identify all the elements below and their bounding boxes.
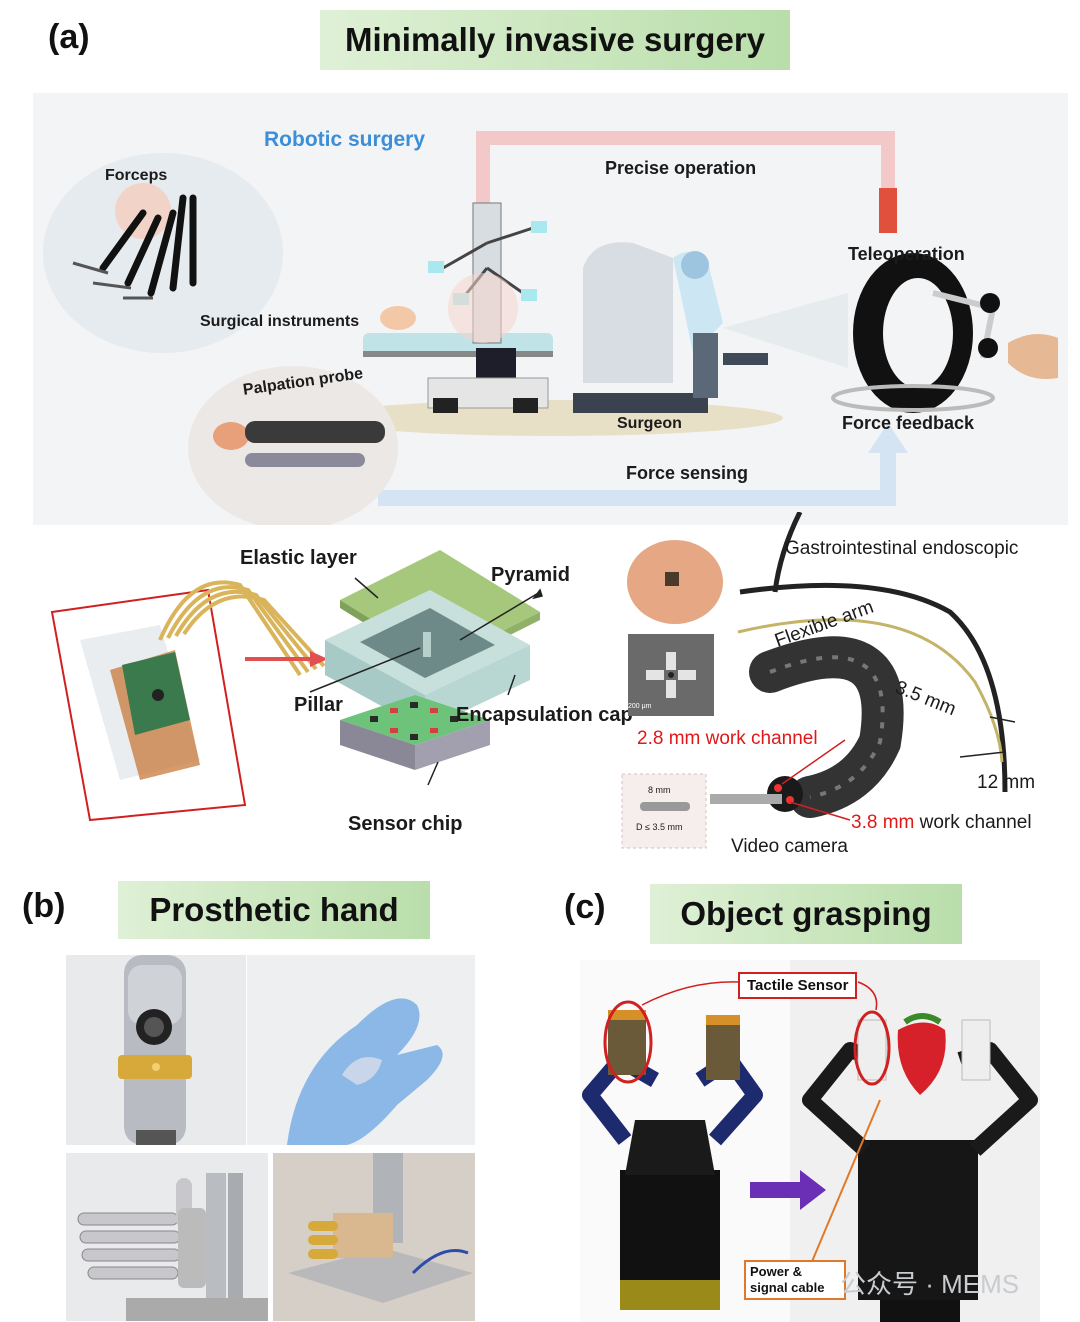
prosthetic-hand-photo bbox=[66, 1153, 268, 1321]
encapsulation-cap-label-1: Encapsulation cap bbox=[456, 704, 633, 726]
sensor-chip-label: Sensor chip bbox=[348, 813, 463, 835]
endoscope-illustration bbox=[621, 512, 1016, 849]
object-grasping-figure bbox=[580, 960, 1040, 1322]
panel-c-title: Object grasping bbox=[650, 884, 962, 944]
power-cable-label: Power & signal cable bbox=[744, 1260, 846, 1300]
prosthetic-finger-photo bbox=[66, 955, 246, 1145]
panel-c-letter: (c) bbox=[564, 888, 606, 926]
teleoperation-label: Teleoperation bbox=[848, 244, 965, 264]
sem-scale-label: 200 μm bbox=[628, 703, 652, 710]
pyramid-label: Pyramid bbox=[491, 564, 570, 586]
work-channel-3-8-text: work channel bbox=[914, 812, 1032, 833]
work-channel-2-8-label: 2.8 mm work channel bbox=[637, 728, 818, 749]
elastic-layer-label: Elastic layer bbox=[240, 547, 357, 569]
glove-sensor-photo bbox=[247, 955, 475, 1145]
prosthetic-finger-illustration bbox=[118, 955, 192, 1145]
dim-12-label: 12 mm bbox=[977, 772, 1036, 793]
surgeon-label: Surgeon bbox=[617, 415, 682, 432]
work-channel-3-8-value: 3.8 mm bbox=[851, 812, 915, 833]
force-sensing-label: Force sensing bbox=[626, 463, 749, 483]
force-feedback-label: Force feedback bbox=[842, 413, 975, 433]
robotic-surgery-label: Robotic surgery bbox=[264, 128, 426, 151]
work-channel-3-8-label: 3.8 mm work channel bbox=[851, 812, 1032, 834]
inset-8mm-label: 8 mm bbox=[648, 785, 671, 795]
panel-b-title: Prosthetic hand bbox=[118, 881, 430, 939]
watermark-text: 公众号 · MEMS bbox=[840, 1269, 1020, 1299]
panel-b-letter: (b) bbox=[22, 887, 66, 925]
gi-endoscopic-label: Gastrointestinal endoscopic bbox=[785, 538, 1019, 559]
glove-illustration bbox=[287, 998, 443, 1145]
panel-a-letter: (a) bbox=[48, 18, 90, 56]
sensor-exploded-view bbox=[50, 550, 543, 822]
robotic-surgery-scene bbox=[33, 93, 1068, 525]
sensor-structure-diagram bbox=[40, 530, 620, 860]
panel-a-title: Minimally invasive surgery bbox=[320, 10, 790, 70]
robotic-surgery-illustration bbox=[43, 131, 1058, 525]
hand-grasping-block-photo bbox=[273, 1153, 475, 1321]
endoscope-diagram bbox=[620, 512, 1060, 860]
forceps-label: Forceps bbox=[105, 167, 168, 184]
surgical-instruments-label: Surgical instruments bbox=[200, 313, 360, 330]
prosthetic-hand-illustration bbox=[77, 1173, 268, 1321]
pillar-label: Pillar bbox=[294, 694, 343, 716]
precise-operation-label: Precise operation bbox=[605, 158, 757, 178]
video-camera-label: Video camera bbox=[731, 836, 848, 857]
hand-grasp-illustration bbox=[288, 1153, 473, 1303]
inset-diameter-label: D ≤ 3.5 mm bbox=[636, 822, 683, 832]
tactile-sensor-label: Tactile Sensor bbox=[738, 972, 858, 999]
grippers-illustration bbox=[582, 960, 1040, 1322]
